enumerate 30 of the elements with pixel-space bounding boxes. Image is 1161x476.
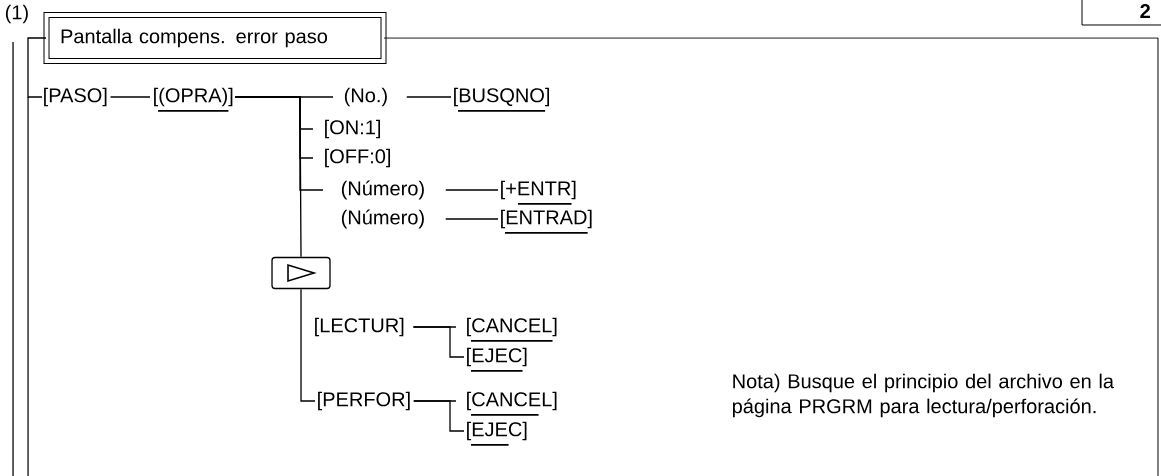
connector-line xyxy=(300,288,316,402)
menu-item: [CANCEL] xyxy=(467,317,557,337)
connector-line xyxy=(27,37,47,98)
note-text: Nota) Busque el principio del archivo en la página PRGRM para lectura/perforación. xyxy=(732,373,1114,418)
menu-item: [OFF:0] xyxy=(325,148,391,168)
connector-line xyxy=(406,96,452,98)
menu-item: [CANCEL] xyxy=(467,391,557,411)
menu-item: [PERFOR] xyxy=(318,391,410,411)
connector-line xyxy=(234,96,302,258)
connector-line xyxy=(445,218,499,220)
connector-line xyxy=(413,400,465,432)
callout-number: (1) xyxy=(5,4,28,24)
menu-item: [ENTRAD] xyxy=(501,209,592,229)
page-number-tab: 2 xyxy=(1081,0,1161,26)
menu-item: [EJEC] xyxy=(467,421,527,441)
title-box: Pantalla compens. error paso xyxy=(43,12,387,64)
menu-item: [+ENTR] xyxy=(501,180,576,200)
menu-item: (Número) xyxy=(341,180,424,200)
menu-item: (No.) xyxy=(344,87,387,107)
key-box xyxy=(271,256,331,290)
connector-line xyxy=(109,96,151,98)
menu-item: (Número) xyxy=(341,209,424,229)
connector-line xyxy=(445,189,499,191)
menu-item: [BUSQNO] xyxy=(454,87,549,107)
menu-item: [PASO] xyxy=(44,87,107,107)
menu-item: [ON:1] xyxy=(325,119,381,139)
menu-item: [LECTUR] xyxy=(315,317,404,337)
menu-item: [EJEC] xyxy=(467,347,527,367)
menu-item: [(OPRA)] xyxy=(154,87,233,107)
connector-line xyxy=(412,326,465,358)
